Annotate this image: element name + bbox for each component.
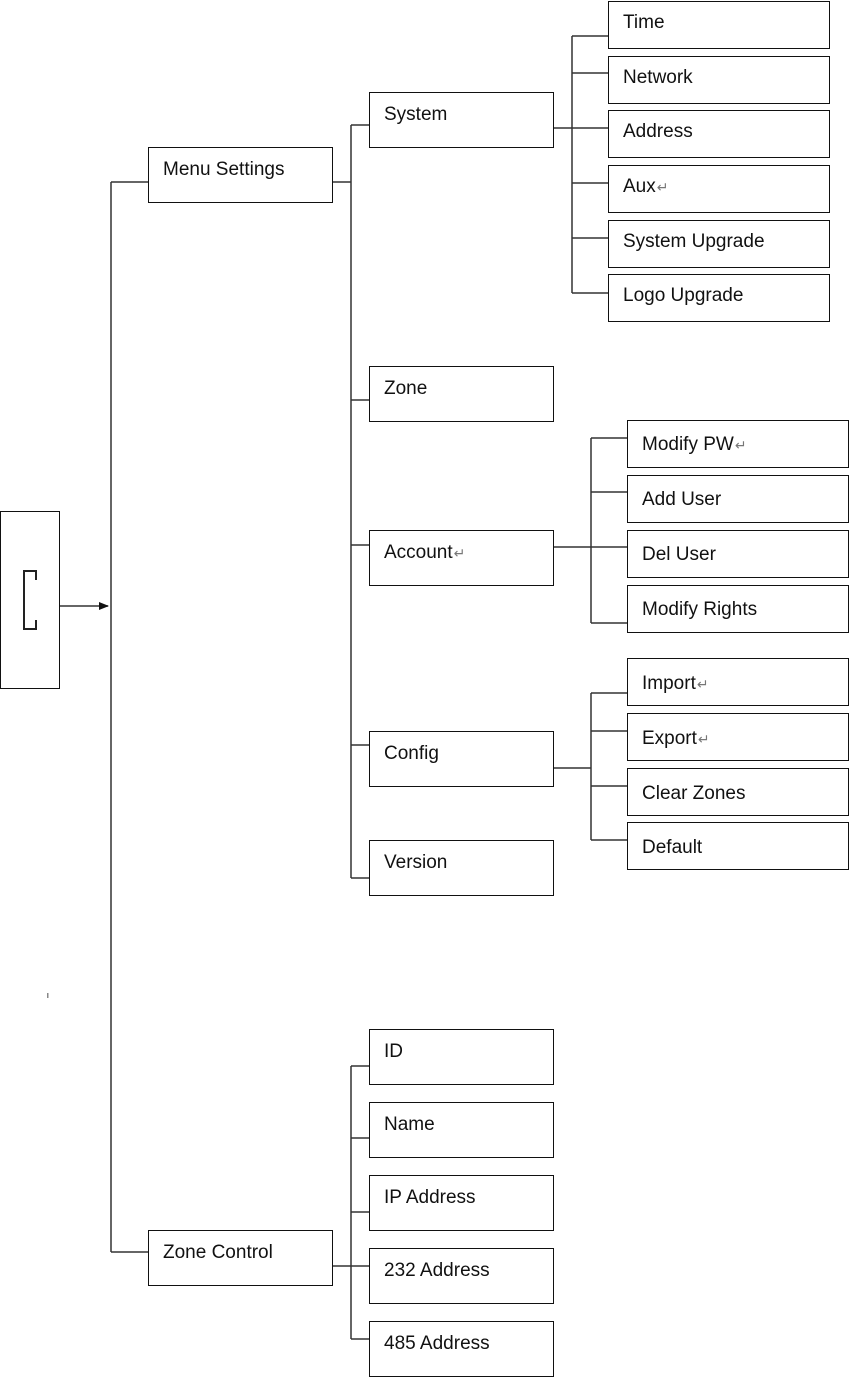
system-node: System	[369, 92, 554, 148]
default-node: Default	[627, 822, 849, 870]
root-device-box	[0, 511, 60, 689]
address-node: Address	[608, 110, 830, 158]
return-mark-icon: ↵	[734, 437, 747, 453]
name-label: Name	[384, 1114, 435, 1135]
id-label: ID	[384, 1041, 403, 1062]
logo-upgrade-label: Logo Upgrade	[623, 285, 744, 306]
return-mark-icon: ↵	[696, 676, 709, 692]
time-node: Time	[608, 1, 830, 49]
import-node: Import↵	[627, 658, 849, 706]
default-label: Default	[642, 837, 703, 858]
config-label: Config	[384, 743, 439, 764]
network-label: Network	[623, 67, 693, 88]
zone-node: Zone	[369, 366, 554, 422]
add-user-node: Add User	[627, 475, 849, 523]
return-mark-icon: ↵	[697, 731, 710, 747]
return-mark-icon: ↵	[453, 545, 466, 561]
id-node: ID	[369, 1029, 554, 1085]
zone-control-label: Zone Control	[163, 1242, 273, 1263]
root-bracket-icon	[23, 570, 37, 630]
menu-settings-node: Menu Settings	[148, 147, 333, 203]
zone-control-node: Zone Control	[148, 1230, 333, 1286]
system-upgrade-node: System Upgrade	[608, 220, 830, 268]
ip-address-node: IP Address	[369, 1175, 554, 1231]
232-address-node: 232 Address	[369, 1248, 554, 1304]
version-node: Version	[369, 840, 554, 896]
clear-zones-node: Clear Zones	[627, 768, 849, 816]
network-node: Network	[608, 56, 830, 104]
add-user-label: Add User	[642, 489, 722, 510]
ip-address-label: IP Address	[384, 1187, 476, 1208]
time-label: Time	[623, 12, 665, 33]
aux-label: Aux	[623, 176, 656, 197]
modify-rights-node: Modify Rights	[627, 585, 849, 633]
system-label: System	[384, 104, 448, 125]
stray-mark	[47, 993, 49, 998]
system-upgrade-label: System Upgrade	[623, 231, 765, 252]
account-node: Account↵	[369, 530, 554, 586]
menu-settings-label: Menu Settings	[163, 159, 285, 180]
aux-node: Aux↵	[608, 165, 830, 213]
modify-pw-node: Modify PW↵	[627, 420, 849, 468]
address-label: Address	[623, 121, 693, 142]
export-node: Export↵	[627, 713, 849, 761]
485-address-node: 485 Address	[369, 1321, 554, 1377]
del-user-label: Del User	[642, 544, 716, 565]
return-mark-icon: ↵	[656, 179, 669, 195]
clear-zones-label: Clear Zones	[642, 783, 746, 804]
zone-label: Zone	[384, 378, 428, 399]
export-label: Export	[642, 728, 697, 749]
account-label: Account	[384, 542, 453, 563]
import-label: Import	[642, 673, 696, 694]
config-node: Config	[369, 731, 554, 787]
logo-upgrade-node: Logo Upgrade	[608, 274, 830, 322]
232-address-label: 232 Address	[384, 1260, 490, 1281]
485-address-label: 485 Address	[384, 1333, 490, 1354]
version-label: Version	[384, 852, 448, 873]
name-node: Name	[369, 1102, 554, 1158]
modify-rights-label: Modify Rights	[642, 599, 758, 620]
del-user-node: Del User	[627, 530, 849, 578]
modify-pw-label: Modify PW	[642, 434, 734, 455]
